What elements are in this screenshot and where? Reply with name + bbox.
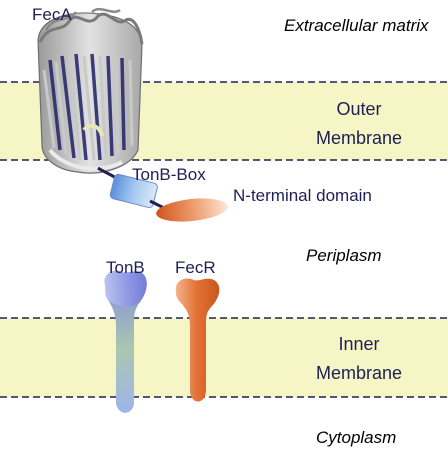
fecr-protein — [175, 278, 220, 402]
inner-membrane-label-line1: Inner — [338, 334, 379, 354]
cytoplasm-label: Cytoplasm — [316, 428, 396, 447]
outer-membrane-label-line2: Membrane — [316, 128, 402, 148]
tonb-label: TonB — [106, 258, 145, 277]
tonb-box — [109, 173, 158, 209]
n-terminal-domain — [156, 198, 228, 222]
periplasm-label: Periplasm — [306, 246, 382, 265]
feca-barrel — [37, 7, 144, 174]
extracellular-matrix-label: Extracellular matrix — [284, 16, 429, 35]
inner-membrane-label-line2: Membrane — [316, 363, 402, 383]
outer-membrane-label-line1: Outer — [336, 99, 381, 119]
n-terminal-domain-label: N-terminal domain — [233, 186, 372, 205]
tonb-protein — [104, 270, 147, 413]
tonb-box-label: TonB-Box — [132, 165, 206, 184]
fecr-label: FecR — [175, 258, 216, 277]
n-terminal-linker — [149, 199, 165, 210]
inner-membrane — [0, 317, 448, 398]
feca-label: FecA — [32, 5, 72, 24]
